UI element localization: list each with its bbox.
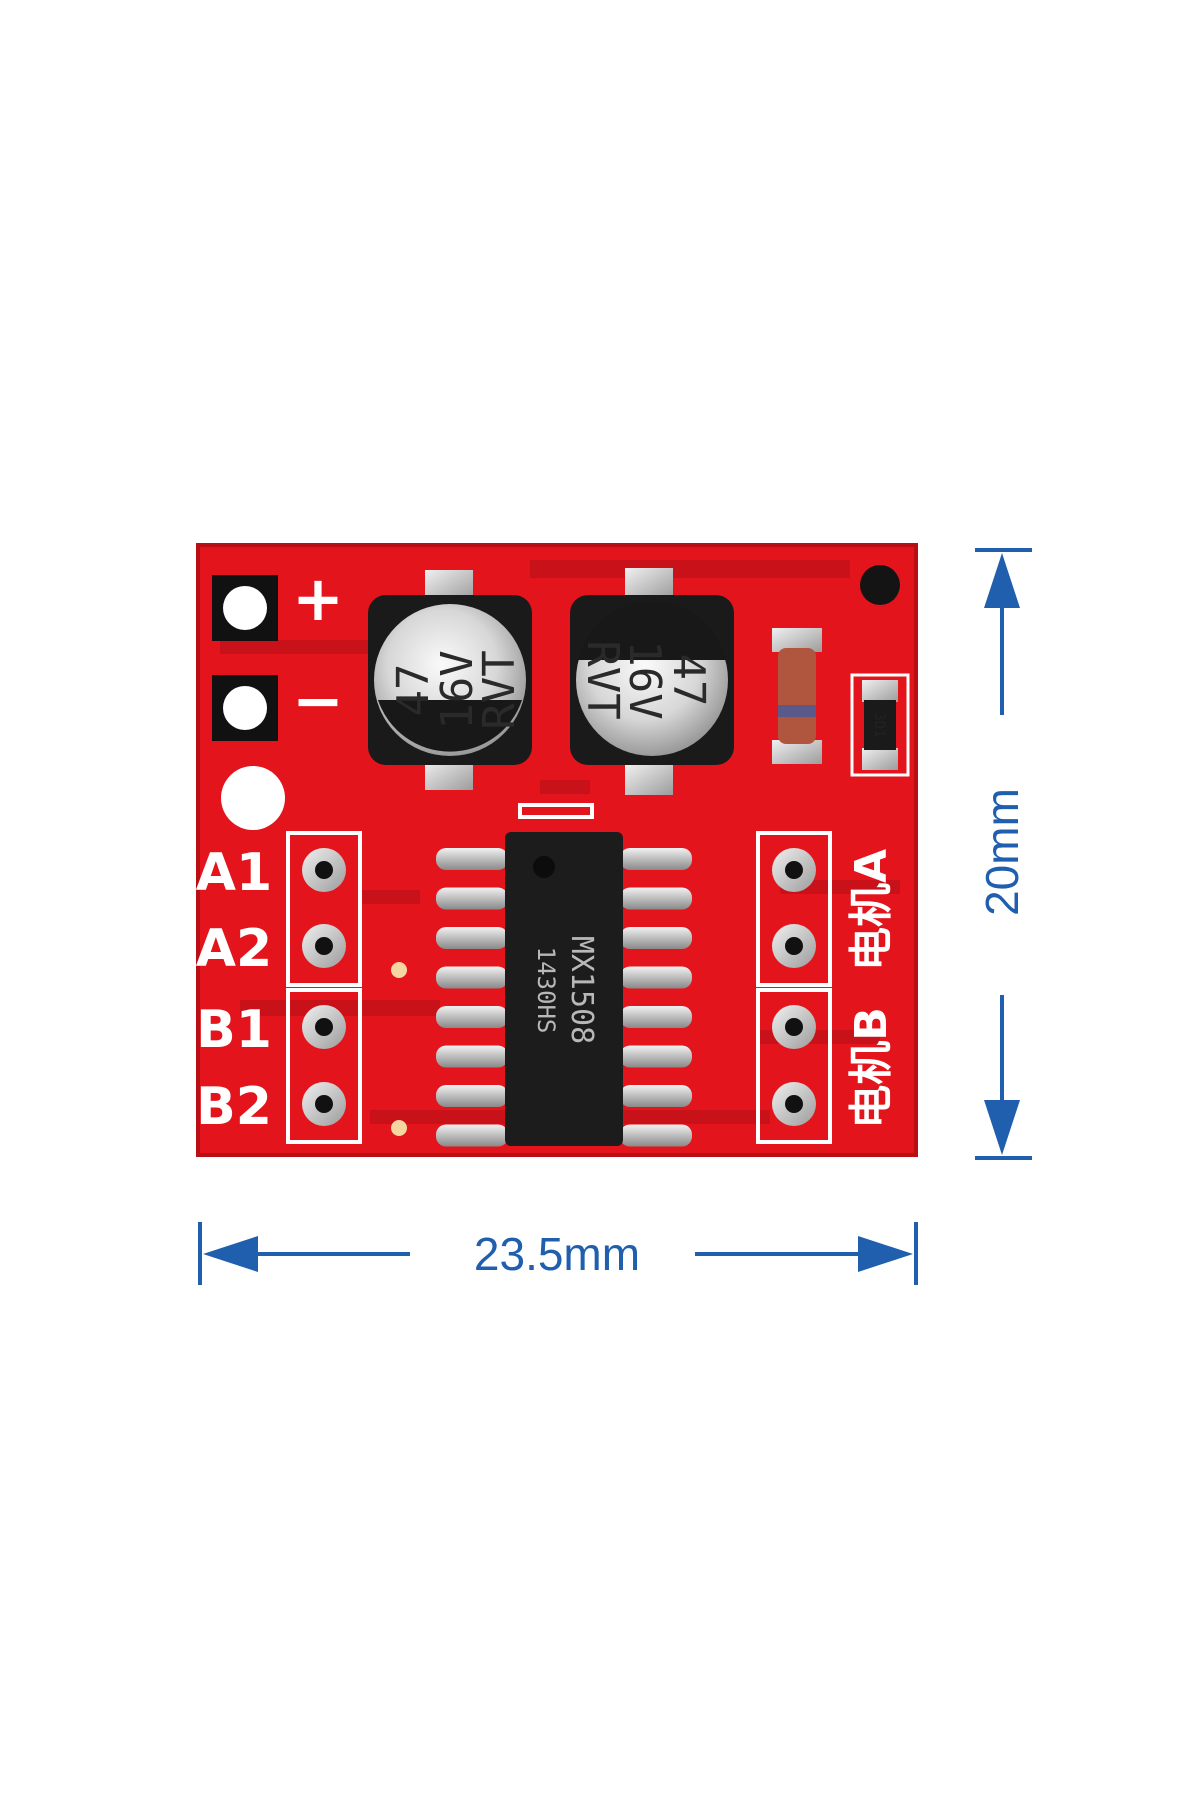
chip-pin-left bbox=[436, 848, 508, 870]
label-minus: − bbox=[292, 664, 344, 737]
arrow-left-icon bbox=[203, 1236, 258, 1272]
height-dimension: 20mm bbox=[975, 548, 1032, 1160]
arrow-up-icon bbox=[984, 553, 1020, 608]
width-label: 23.5mm bbox=[474, 1228, 640, 1280]
cap2-series: RVT bbox=[577, 640, 628, 719]
cap1-value: 47 bbox=[388, 664, 439, 717]
mounting-hole bbox=[221, 766, 285, 830]
label-a2: A2 bbox=[196, 919, 272, 979]
via bbox=[391, 1120, 407, 1136]
chip-pins-right bbox=[620, 848, 692, 1147]
chip-pin-right bbox=[620, 1085, 692, 1107]
capacitor-2: 47 16V RVT bbox=[570, 568, 734, 795]
capacitor-1: 47 16V RVT bbox=[368, 570, 532, 790]
label-a1: A1 bbox=[196, 843, 272, 903]
height-label: 20mm bbox=[976, 788, 1028, 916]
arrow-right-icon bbox=[858, 1236, 913, 1272]
cap2-voltage: 16V bbox=[619, 640, 670, 719]
chip-pins-left bbox=[436, 848, 508, 1147]
width-dimension: 23.5mm bbox=[198, 1222, 918, 1285]
label-b1: B1 bbox=[196, 1000, 272, 1060]
resistor: 3D1 bbox=[850, 673, 910, 777]
chip-pin-right bbox=[620, 966, 692, 989]
chip-pin-left bbox=[436, 1045, 508, 1068]
label-motor-a: 电机A bbox=[846, 849, 897, 971]
cap1-series: RVT bbox=[474, 650, 525, 729]
cap2-value: 47 bbox=[663, 654, 714, 707]
driver-chip: MX1508 1430HS bbox=[436, 832, 692, 1147]
chip-pin-right bbox=[620, 1045, 692, 1068]
chip-pin-right bbox=[620, 887, 692, 910]
chip-body bbox=[505, 832, 623, 1146]
corner-mark bbox=[860, 565, 900, 605]
chip-part: MX1508 bbox=[564, 936, 599, 1044]
chip-pin-left bbox=[436, 1085, 508, 1107]
cap1-voltage: 16V bbox=[432, 650, 483, 729]
power-pads bbox=[212, 565, 900, 1136]
chip-pin-left bbox=[436, 966, 508, 989]
silkscreen-outlines bbox=[286, 803, 832, 1144]
chip-pin-left bbox=[436, 887, 508, 910]
label-b2: B2 bbox=[196, 1077, 272, 1137]
resistor-marking: 3D1 bbox=[871, 712, 887, 737]
chip-pin-right bbox=[620, 1124, 692, 1147]
chip-pin-right bbox=[620, 848, 692, 870]
chip-pin-left bbox=[436, 1124, 508, 1147]
chip-pin-left bbox=[436, 1006, 508, 1028]
label-motor-b: 电机B bbox=[846, 1007, 897, 1129]
arrow-down-icon bbox=[984, 1100, 1020, 1155]
via bbox=[391, 962, 407, 978]
chip-pin-right bbox=[620, 927, 692, 949]
chip-pin-left bbox=[436, 927, 508, 949]
chip-code: 1430HS bbox=[532, 947, 560, 1034]
input-header bbox=[302, 848, 346, 1126]
diode bbox=[772, 628, 822, 764]
label-plus: + bbox=[292, 562, 344, 635]
motor-header bbox=[772, 848, 816, 1126]
chip-pin-right bbox=[620, 1006, 692, 1028]
